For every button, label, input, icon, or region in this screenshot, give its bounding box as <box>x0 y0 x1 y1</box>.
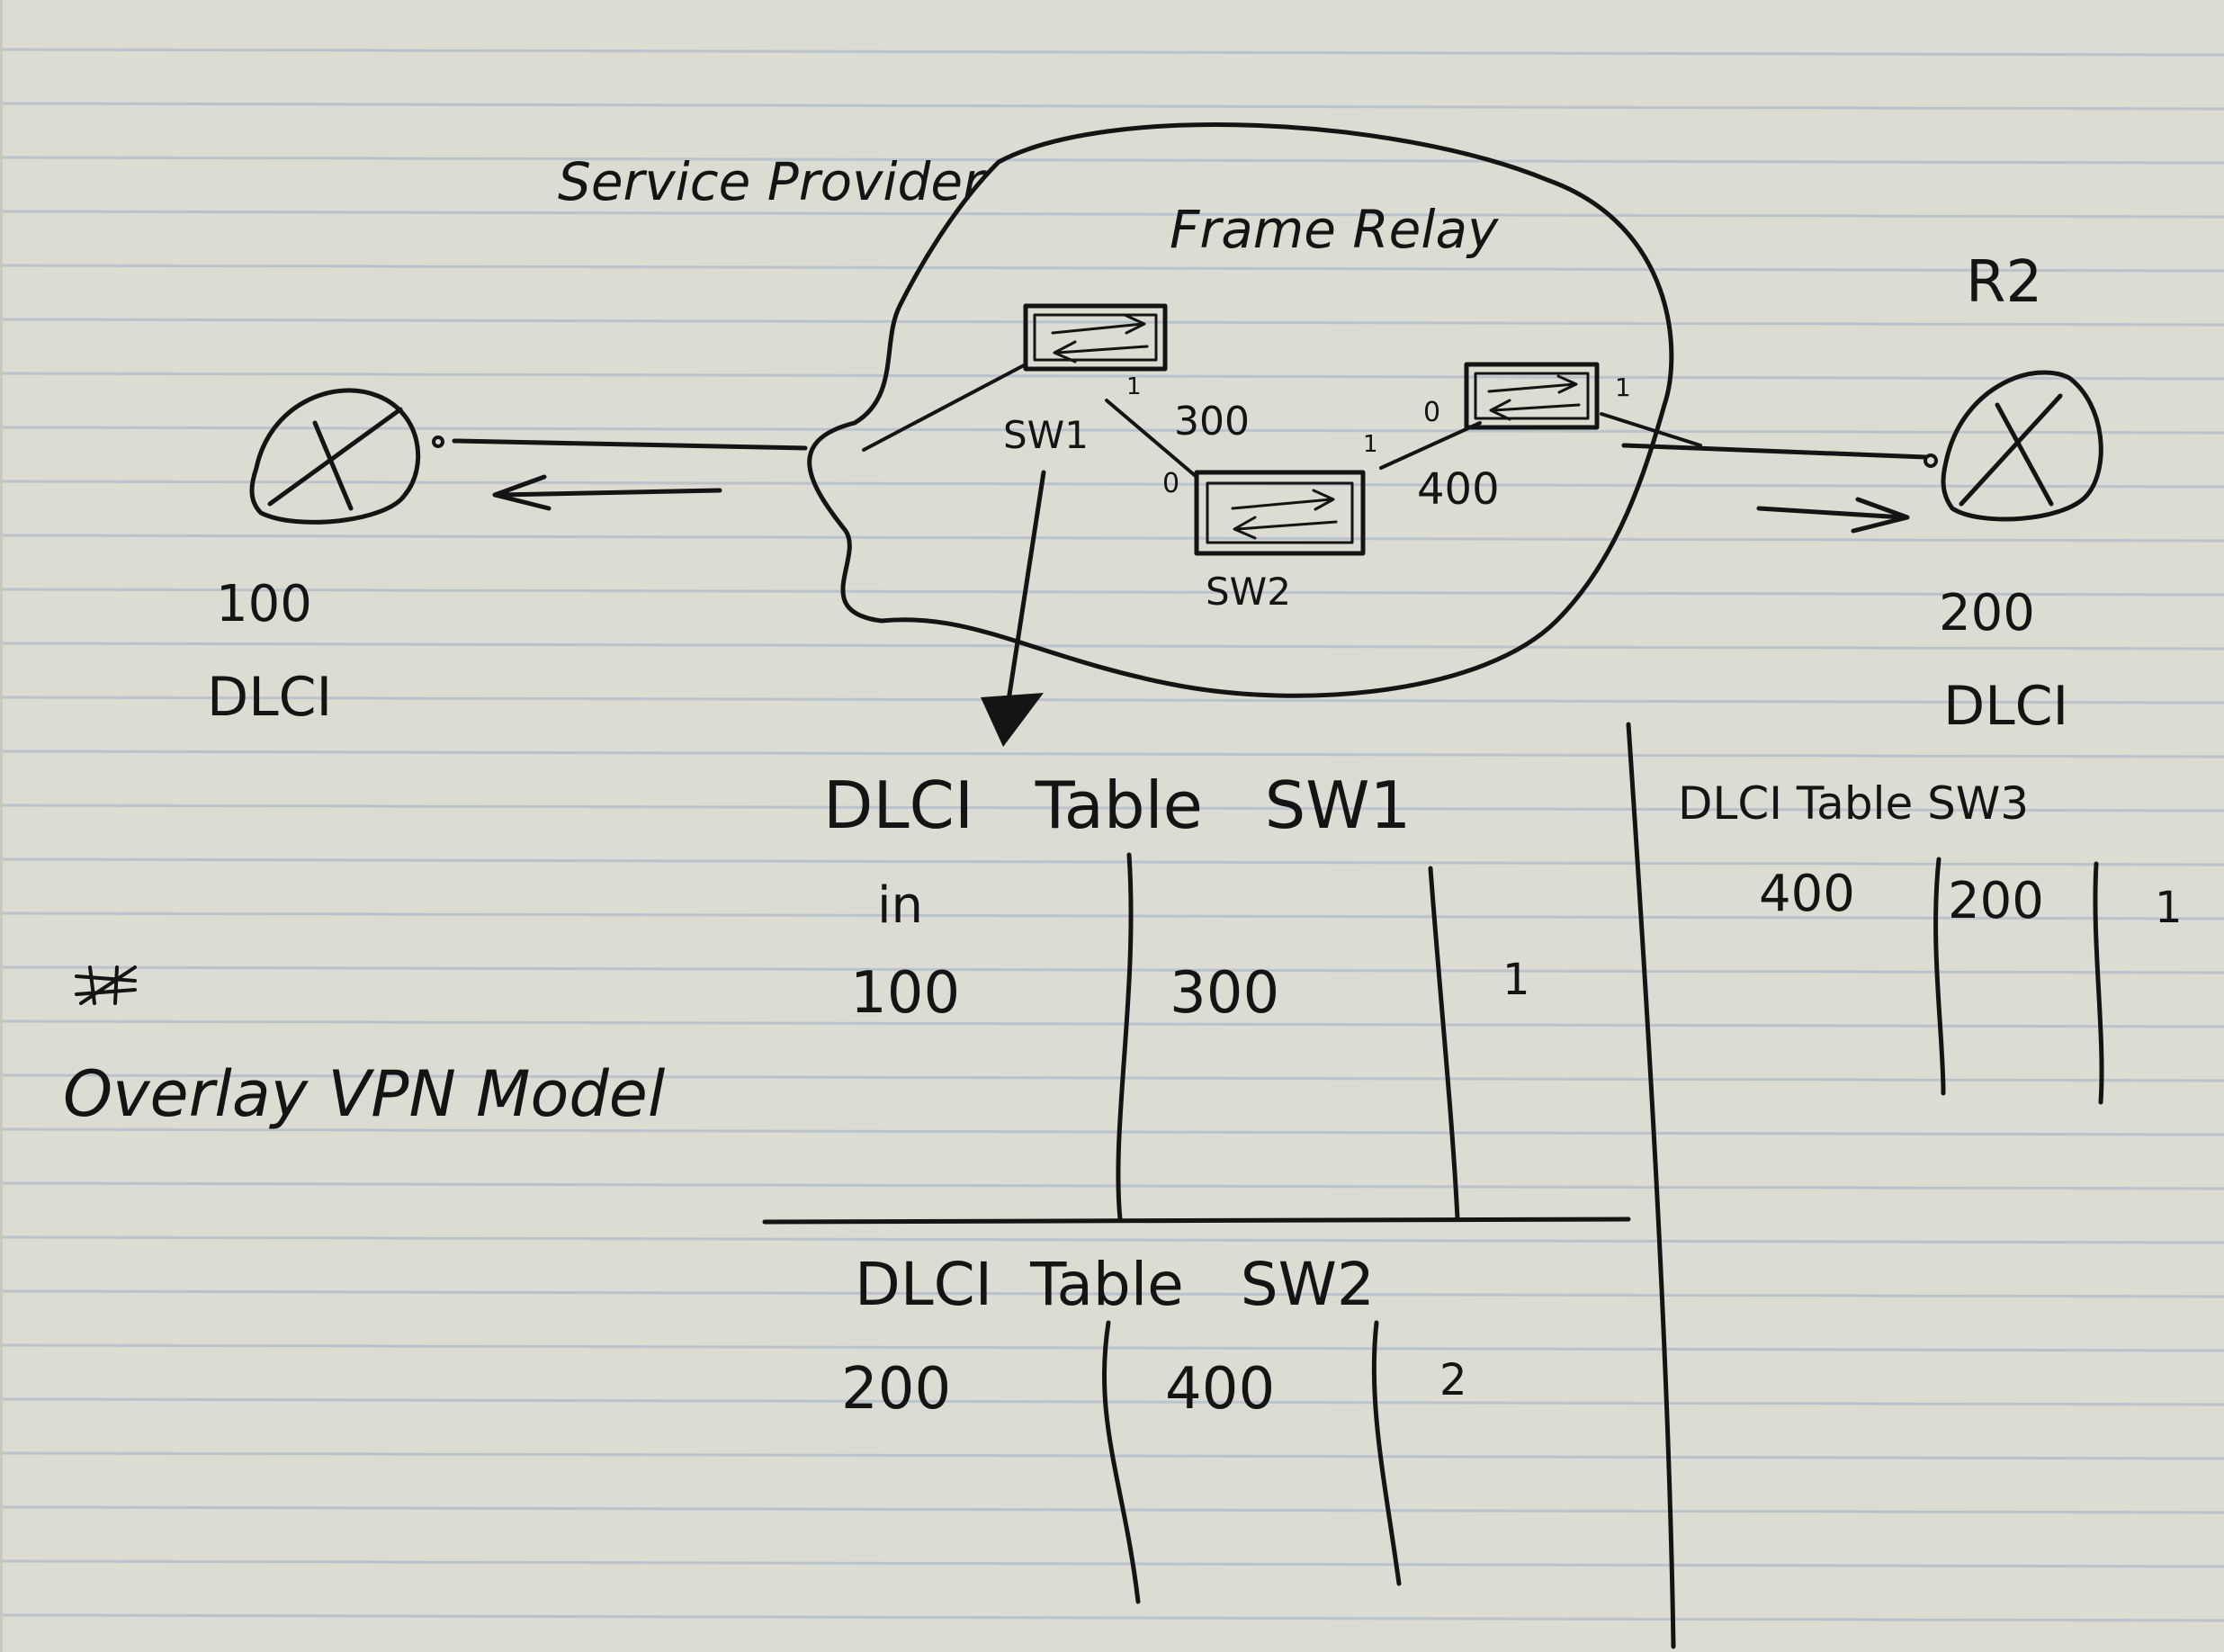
sw3-out-port-label: 1 <box>1615 373 1631 402</box>
ruled-line <box>0 210 2224 219</box>
sw1-port-label: 1 <box>1126 373 1142 400</box>
switch-sw1-icon <box>1023 303 1168 372</box>
sw1-table-in-label: in <box>877 876 923 935</box>
ruled-line <box>0 1397 2224 1406</box>
table-grid <box>762 722 2104 1649</box>
ruled-line <box>0 696 2224 705</box>
left-flow-arrow <box>492 474 722 511</box>
sw2-table-cell-port: 2 <box>1439 1355 1467 1405</box>
sw2-table-cell-in: 200 <box>841 1356 951 1423</box>
right-dlci-value: 200 <box>1939 584 2035 642</box>
ruled-lines <box>0 48 2224 1622</box>
sw1-table-cell-port: 1 <box>1502 955 1530 1005</box>
right-dlci-word: DLCI <box>1943 675 2068 738</box>
sw3-table-cell-port: 1 <box>2155 883 2183 933</box>
sw2-table-title: DLCI Table SW2 <box>855 1250 1375 1319</box>
sw3-table-cell-in: 400 <box>1759 865 1855 923</box>
ruled-line <box>0 750 2224 759</box>
ruled-line <box>0 1235 2224 1244</box>
ruled-line <box>0 1613 2224 1622</box>
ruled-line <box>0 1289 2224 1298</box>
ruled-line <box>0 1127 2224 1136</box>
overlay-vpn-label: Overlay VPN Model <box>63 1057 666 1131</box>
sw1-r1-link <box>862 363 1027 452</box>
sw1-sw2-link <box>1105 399 1198 479</box>
switch-sw2-icon <box>1194 470 1366 556</box>
sw2-table-cell-out: 400 <box>1165 1356 1275 1423</box>
ruled-line <box>0 642 2224 651</box>
ruled-line <box>0 48 2224 57</box>
ruled-line <box>0 857 2224 866</box>
r2-port-dot <box>1924 453 1938 468</box>
ruled-line <box>0 480 2224 489</box>
frame-relay-cloud <box>807 122 1674 698</box>
ruled-line <box>0 1505 2224 1514</box>
bullet-mark-icon <box>75 965 137 1005</box>
service-provider-label: Service Provider <box>558 151 987 212</box>
ruled-line <box>0 534 2224 543</box>
ruled-line <box>0 156 2224 165</box>
ruled-line <box>0 1343 2224 1352</box>
ruled-line <box>0 372 2224 381</box>
ruled-line <box>0 1559 2224 1568</box>
switch-sw3-icon <box>1464 362 1600 430</box>
sw3-table-title: DLCI Table SW3 <box>1678 777 2029 830</box>
sw1-table-pointer-head <box>981 693 1044 747</box>
right-flow-arrow <box>1756 497 1910 534</box>
ruled-line <box>0 588 2224 597</box>
ruled-line <box>0 1019 2224 1028</box>
sw1-label: SW1 <box>1003 413 1089 457</box>
sw2-in-port-label: 0 <box>1162 468 1179 499</box>
sw2-out-port-label: 1 <box>1363 431 1378 458</box>
left-dlci-word: DLCI <box>207 666 332 729</box>
sw1-table-cell-out: 300 <box>1170 960 1279 1027</box>
sw3-table-cell-out: 200 <box>1948 872 2044 930</box>
frame-relay-label: Frame Relay <box>1170 199 1499 260</box>
r2-access-link <box>1621 443 1928 460</box>
r2-label: R2 <box>1966 249 2042 316</box>
sw1-table-cell-in: 100 <box>850 960 960 1027</box>
ruled-line <box>0 1073 2224 1082</box>
sw1-sw2-dlci-label: 300 <box>1174 399 1250 444</box>
sw2-sw3-link <box>1379 421 1482 470</box>
left-dlci-value: 100 <box>216 575 312 633</box>
r1-access-link <box>452 438 808 451</box>
ruled-line <box>0 102 2224 111</box>
sw1-table-pointer <box>1005 470 1046 709</box>
sw1-table-title: DLCI Table SW1 <box>823 768 1411 843</box>
sw3-r2-link <box>1600 412 1702 447</box>
router-r2-icon <box>1941 370 2103 522</box>
sw3-in-port-label: 0 <box>1423 397 1440 428</box>
ruled-line <box>0 1181 2224 1190</box>
ruled-line <box>0 965 2224 974</box>
sw2-label: SW2 <box>1206 570 1291 614</box>
ruled-line <box>0 264 2224 273</box>
ruled-line <box>0 318 2224 327</box>
ruled-line <box>0 804 2224 813</box>
router-r1-icon <box>249 388 421 525</box>
ruled-line <box>0 911 2224 920</box>
r1-port-dot <box>432 435 444 448</box>
sw2-sw3-dlci-label: 400 <box>1417 464 1500 515</box>
